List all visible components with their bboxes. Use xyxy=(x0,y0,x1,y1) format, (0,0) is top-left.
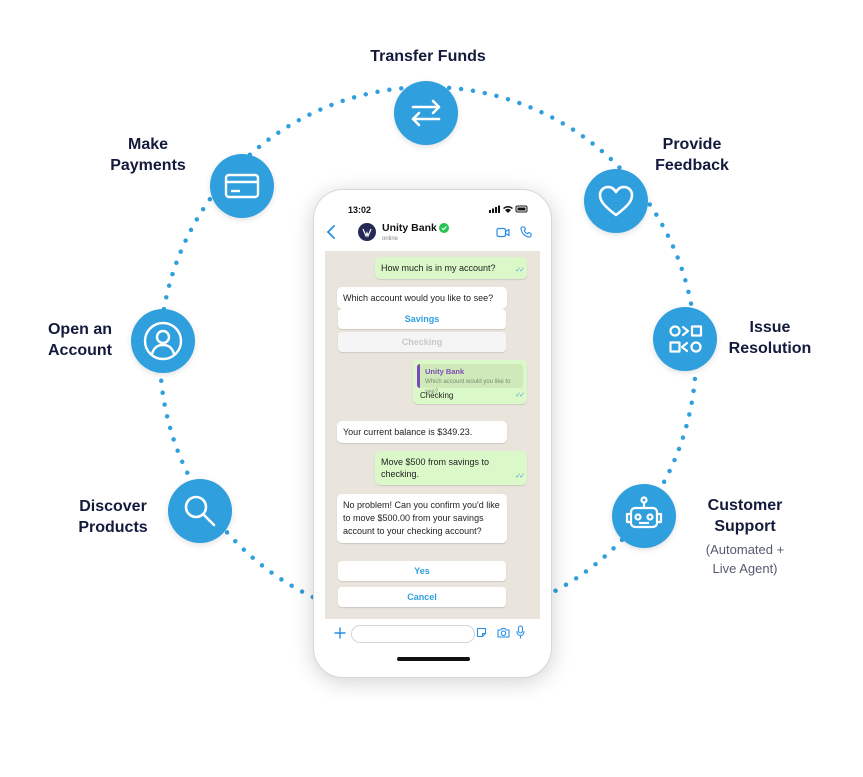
message-incoming: Which account would you like to see? xyxy=(337,287,507,309)
robot-icon xyxy=(625,496,663,529)
option-savings-button[interactable]: Savings xyxy=(338,309,506,329)
read-receipt-icon: ✓✓ xyxy=(515,267,525,274)
contact-status: online xyxy=(382,236,399,242)
issue-resolution-button[interactable] xyxy=(653,307,717,371)
video-call-icon[interactable] xyxy=(496,227,510,238)
credit-card-icon xyxy=(224,173,260,199)
discover-products-button[interactable] xyxy=(168,479,232,543)
message-outgoing: Move $500 from savings to checking. ✓✓ xyxy=(375,451,527,485)
magnifier-icon xyxy=(184,495,216,527)
shapes-icon xyxy=(669,325,703,353)
phone-call-icon[interactable] xyxy=(520,226,532,238)
back-chevron-icon[interactable] xyxy=(326,225,336,239)
status-bar: 13:02 xyxy=(314,190,551,215)
customer-support-button[interactable] xyxy=(612,484,676,548)
message-incoming: No problem! Can you confirm you'd like t… xyxy=(337,494,507,543)
contact-name: Unity Bank xyxy=(382,222,437,234)
message-text: How much is in my account? xyxy=(381,263,496,273)
status-time: 13:02 xyxy=(348,205,372,215)
transfer-funds-label: Transfer Funds xyxy=(370,48,486,65)
camera-icon[interactable] xyxy=(497,627,510,638)
verified-check-icon xyxy=(439,223,449,233)
customer-support-subtitle: (Automated +Live Agent) xyxy=(705,542,785,576)
open-account-button[interactable] xyxy=(131,309,195,373)
quoted-text: Which account would you like to see? xyxy=(425,379,511,395)
message-text: Your current balance is $349.23. xyxy=(343,427,473,437)
user-icon xyxy=(143,321,183,361)
home-indicator xyxy=(397,657,470,661)
message-incoming: Your current balance is $349.23. xyxy=(337,421,507,443)
provide-feedback-button[interactable] xyxy=(584,169,648,233)
option-yes-button[interactable]: Yes xyxy=(338,561,506,581)
quoted-sender: Unity Bank xyxy=(425,367,465,376)
message-outgoing-reply: Unity Bank Which account would you like … xyxy=(413,360,527,404)
transfer-arrows-icon xyxy=(411,99,441,127)
microphone-icon[interactable] xyxy=(516,625,525,639)
message-input[interactable] xyxy=(351,625,475,643)
message-text: Checking xyxy=(420,391,454,400)
sticker-icon[interactable] xyxy=(476,627,487,638)
heart-icon xyxy=(598,185,634,217)
message-text: Which account would you like to see? xyxy=(343,293,494,303)
bank-logo-icon xyxy=(362,228,372,238)
make-payments-button[interactable] xyxy=(210,154,274,218)
option-checking-button[interactable]: Checking xyxy=(338,332,506,352)
quoted-message: Unity Bank Which account would you like … xyxy=(417,364,523,395)
chat-header: Unity Bank online xyxy=(314,218,551,248)
signal-wifi-battery-icon xyxy=(489,205,528,213)
message-text: Move $500 from savings to checking. xyxy=(381,457,490,479)
message-text: No problem! Can you confirm you'd like t… xyxy=(343,500,500,536)
read-receipt-icon: ✓✓ xyxy=(515,473,525,480)
plus-icon[interactable] xyxy=(334,627,346,639)
option-cancel-button[interactable]: Cancel xyxy=(338,587,506,607)
message-outgoing: How much is in my account? ✓✓ xyxy=(375,257,527,279)
message-input-bar xyxy=(314,620,551,650)
phone-mockup: 13:02 Unity Bank online xyxy=(313,189,552,678)
transfer-funds-button[interactable] xyxy=(394,81,458,145)
read-receipt-icon: ✓✓ xyxy=(515,392,525,399)
chat-area: How much is in my account? ✓✓ Which acco… xyxy=(325,251,540,619)
bank-avatar[interactable] xyxy=(358,223,376,241)
